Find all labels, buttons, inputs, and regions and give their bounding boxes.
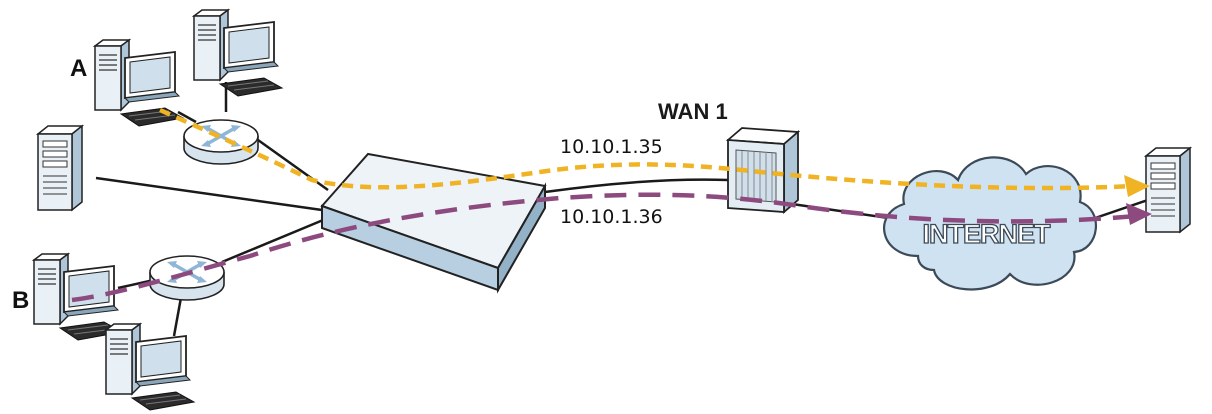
pc-bottom-icon	[105, 323, 195, 411]
local-server-icon	[37, 125, 83, 211]
route-a	[159, 107, 1150, 197]
cable-server-gateway	[95, 176, 323, 212]
route-a-path	[159, 107, 1135, 191]
route-b	[71, 192, 1152, 303]
route-b-arrowhead	[1126, 203, 1152, 225]
cable-router-top-gateway	[257, 138, 329, 192]
cable-gateway-modem	[544, 178, 729, 194]
wan-interface-label: WAN 1	[658, 99, 728, 124]
cloud-label: INTERNET	[923, 219, 1052, 249]
internet-server-icon	[1145, 147, 1191, 233]
host-b-label: B	[12, 287, 29, 314]
route-a-arrowhead	[1124, 175, 1150, 197]
router-bottom-icon	[148, 254, 226, 302]
ip-secondary-label: 10.10.1.36	[560, 206, 663, 228]
ip-primary-label: 10.10.1.35	[560, 136, 663, 158]
pc-top-icon	[193, 9, 283, 97]
wan-modem-icon	[725, 127, 801, 214]
gateway-appliance-icon	[320, 152, 547, 294]
host-a-label: A	[70, 55, 87, 82]
cable-pc-b-router	[117, 278, 155, 290]
cable-router-bottom-gateway	[221, 216, 329, 264]
cable-pc-a-router	[177, 110, 197, 124]
route-b-path	[71, 192, 1137, 303]
